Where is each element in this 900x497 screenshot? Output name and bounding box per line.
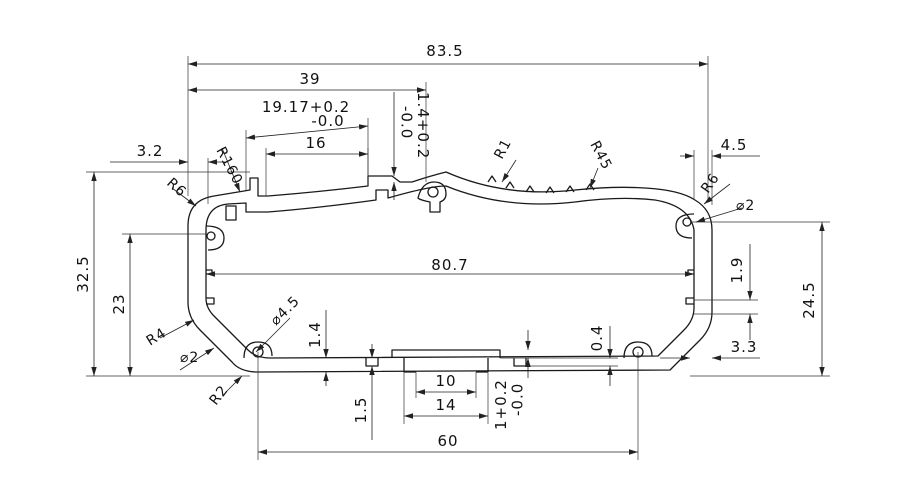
dim-left-offset: 3.2 xyxy=(137,142,164,160)
dim-overall-width: 83.5 xyxy=(426,42,463,60)
dim-step-0-4: 0.4 xyxy=(588,325,606,352)
profile-outline xyxy=(187,171,713,373)
dim-tab-14: 14 xyxy=(435,396,456,414)
dim-right-height: 24.5 xyxy=(800,281,818,318)
dim-rib-1-9: 1.9 xyxy=(728,257,746,284)
dim-slot-depth: 1.4+0.2-0.0 xyxy=(398,92,433,159)
dim-radius-6-left: R6 xyxy=(163,175,189,201)
dim-tab-tolerance: 1+0.2-0.0 xyxy=(492,379,527,430)
dim-radius-4: R4 xyxy=(144,325,170,350)
dim-inner-width: 80.7 xyxy=(431,256,468,274)
dim-bottom-60: 60 xyxy=(437,432,458,450)
dim-radius-45: R45 xyxy=(586,138,614,172)
dim-slot-width-upper: 19.17+0.2 xyxy=(262,98,350,116)
dim-diameter-2-right: ⌀2 xyxy=(736,198,755,214)
dim-left-section-width: 39 xyxy=(299,70,320,88)
dim-diameter-4-5: ⌀4.5 xyxy=(268,293,304,329)
dim-overall-height: 32.5 xyxy=(74,255,92,292)
dim-inner-height: 23 xyxy=(110,293,128,314)
dim-radius-1: R1 xyxy=(491,136,515,162)
dim-diameter-2-left: ⌀2 xyxy=(180,350,199,366)
dim-rib-3-3: 3.3 xyxy=(731,338,758,356)
dim-bottom-1-5: 1.5 xyxy=(352,397,370,424)
dim-right-offset: 4.5 xyxy=(721,136,748,154)
dim-wall-1-4: 1.4 xyxy=(306,321,324,348)
dimension-lines xyxy=(86,56,830,460)
dim-tab-10: 10 xyxy=(435,372,456,390)
dimension-labels: 83.5 39 19.17+0.2 -0.0 16 1.4+0.2-0.0 3.… xyxy=(74,42,818,450)
dim-slot-width-lower: -0.0 xyxy=(311,112,344,130)
dim-radius-2: R2 xyxy=(207,382,232,408)
dim-slot-inner: 16 xyxy=(305,134,326,152)
dim-radius-160: R160 xyxy=(212,144,245,187)
